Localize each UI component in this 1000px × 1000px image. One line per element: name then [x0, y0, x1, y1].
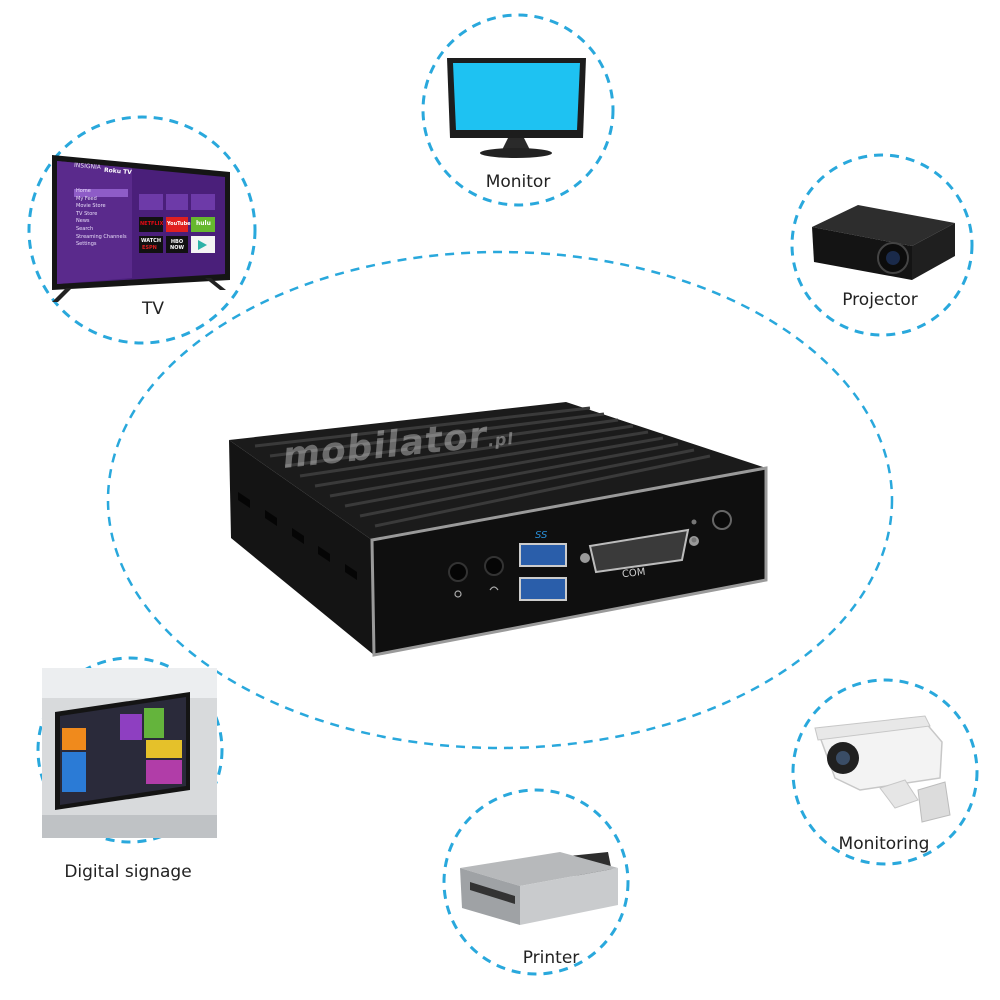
camera-hood: [814, 715, 931, 741]
tv-play-icon: [198, 240, 207, 250]
signage-tile-purple: [120, 714, 142, 740]
monitoring-label: Monitoring: [838, 834, 930, 854]
tv-menu-item: TV Store: [76, 210, 98, 217]
tv-menu-item: Search: [76, 225, 94, 232]
tv-tile-top3: [191, 194, 215, 210]
pc-side-vents: [238, 492, 357, 580]
monitor-screen: [453, 63, 580, 130]
watermark-suffix: .pl: [486, 428, 515, 451]
monitoring-device: [791, 678, 979, 866]
usb-port-1: [519, 543, 567, 567]
tv-foot-right: [205, 278, 226, 290]
usb-label: SS: [535, 530, 548, 541]
tv-menu-item: News: [76, 218, 90, 225]
hdd-led: [691, 519, 697, 525]
signage-tile-yellow: [146, 740, 182, 758]
signage-tile-blue: [62, 752, 86, 792]
tv-menu-highlight: [74, 189, 128, 197]
signage-base: [42, 815, 217, 838]
tv-tile-top1: [139, 194, 163, 210]
printer-side: [520, 868, 618, 925]
mini-pc-device: [229, 402, 768, 657]
tv-tile-netflix: [139, 217, 163, 232]
digital-signage-device: [36, 656, 224, 844]
printer-device: [442, 788, 630, 976]
printer-label: Printer: [522, 948, 580, 968]
signage-building-top: [42, 668, 217, 698]
monitor-device: [421, 13, 615, 207]
mic-icon: [454, 590, 462, 598]
tv-menu-item: Settings: [76, 241, 97, 248]
tv-menu-item: Home: [76, 188, 91, 194]
central-ellipse: [106, 250, 894, 750]
printer-output-slot: [470, 882, 515, 904]
signage-tile-green: [144, 708, 164, 738]
projector-device: [790, 153, 974, 337]
mic-jack: [448, 562, 468, 582]
pc-top-surface: [229, 402, 766, 540]
com-screw-left: [580, 553, 590, 563]
power-led: [691, 537, 697, 543]
projector-top: [812, 205, 955, 246]
tv-menu-item: My Feed: [76, 195, 97, 202]
camera-mount-arm: [879, 779, 919, 809]
headphone-jack: [484, 556, 504, 576]
projector-label: Projector: [842, 290, 918, 310]
tv-app-youtube: YouTube: [167, 221, 191, 227]
tv-label: TV: [141, 299, 165, 319]
headphone-icon: [489, 586, 499, 591]
tv-app-hbo: HBO NOW: [170, 239, 184, 251]
camera-mount-plate: [917, 781, 951, 823]
digital-signage-label: Digital signage: [64, 862, 192, 882]
tv-menu: Home My Feed Movie Store TV Store News S…: [76, 188, 127, 249]
tv-device: [27, 115, 257, 345]
signage-tile-orange: [62, 728, 86, 750]
tv-foot-left: [52, 288, 72, 302]
com-port: [588, 528, 690, 574]
tv-tile-top2: [166, 194, 188, 210]
tv-tile-youtube: [166, 217, 188, 232]
camera-lens-glass: [836, 751, 850, 765]
printer-front: [460, 868, 520, 925]
tv-menu-item: Movie Store: [76, 203, 106, 210]
tv-menu-item: Streaming Channels: [76, 233, 127, 240]
tv-app-espn: ESPN: [142, 245, 157, 251]
tv-app-hulu: hulu: [196, 220, 211, 227]
pc-front-panel: [370, 466, 768, 657]
usb-port-2: [519, 577, 567, 601]
projector-lens-glass: [886, 251, 900, 265]
monitor-label: Monitor: [485, 172, 551, 192]
pc-heatsink-fins: [254, 406, 711, 528]
tv-tile-hbo: [166, 236, 188, 253]
tv-tile-hulu: [191, 217, 215, 232]
power-button: [712, 510, 732, 530]
tv-app-netflix: NETFLIX: [140, 221, 164, 227]
monitor-base: [480, 148, 552, 158]
signage-tile-magenta: [146, 760, 182, 784]
monitor-stand: [502, 138, 530, 150]
projector-side: [912, 223, 955, 280]
pc-left-side: [229, 440, 374, 655]
tv-app-watch: WATCH: [141, 238, 162, 244]
tv-tile-watch: [139, 236, 163, 253]
printer-top: [460, 852, 618, 886]
